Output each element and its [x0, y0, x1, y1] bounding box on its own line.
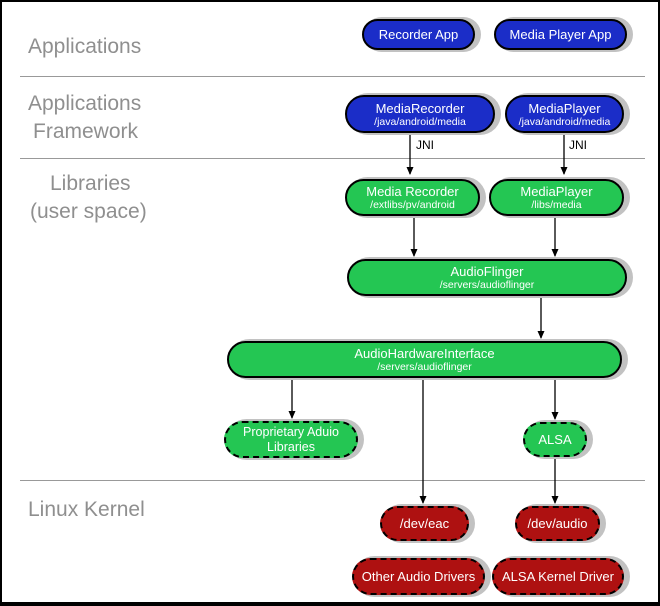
node-mediarecorder-framework-title: MediaRecorder	[375, 100, 465, 116]
node-alsa-kernel-driver-title: ALSA Kernel Driver	[502, 569, 614, 584]
node-media-player-app-title: Media Player App	[509, 27, 612, 42]
layer-label-applications: Applications	[28, 35, 142, 58]
edge-label-jni-left: JNI	[416, 138, 434, 152]
layer-label-applications-framework-line2: Framework	[33, 120, 139, 143]
node-mediaplayer-framework-path: /java/android/media	[518, 115, 611, 128]
node-audioflinger-path: /servers/audioflinger	[439, 279, 535, 291]
node-proprietary-audio-libraries-title: Proprietary Aduio Libraries	[243, 424, 339, 454]
node-alsa: ALSA	[523, 422, 587, 457]
node-audioflinger: AudioFlinger /servers/audioflinger	[347, 259, 627, 296]
node-other-audio-drivers: Other Audio Drivers	[352, 558, 485, 595]
layer-label-applications-framework-line1: Applications	[28, 92, 142, 115]
node-audioflinger-title: AudioFlinger	[450, 264, 524, 279]
node-mediaplayer-lib: MediaPlayer /libs/media	[489, 179, 624, 216]
layer-label-libraries-line1: Libraries	[50, 172, 131, 195]
separator-framework-libraries	[20, 158, 645, 159]
edge-label-jni-right: JNI	[569, 138, 587, 152]
layer-label-linux-kernel: Linux Kernel	[28, 498, 145, 521]
node-alsa-kernel-driver: ALSA Kernel Driver	[492, 558, 624, 595]
node-alsa-title: ALSA	[538, 432, 572, 447]
node-media-player-app: Media Player App	[494, 19, 627, 50]
node-recorder-app: Recorder App	[362, 19, 475, 50]
node-mediaplayer-lib-title: MediaPlayer	[520, 184, 593, 199]
node-mediarecorder-framework: MediaRecorder /java/android/media	[345, 95, 495, 133]
node-audiohardwareinterface-title: AudioHardwareInterface	[354, 346, 495, 361]
separator-applications-framework	[20, 76, 645, 77]
node-media-recorder-lib-path: /extlibs/pv/android	[370, 199, 455, 211]
node-proprietary-audio-libraries: Proprietary Aduio Libraries	[224, 421, 358, 458]
node-mediaplayer-framework: MediaPlayer /java/android/media	[505, 95, 624, 133]
layer-label-applications-framework: Applications Framework	[28, 90, 141, 146]
layer-label-libraries: Libraries (user space)	[30, 170, 147, 226]
node-dev-audio: /dev/audio	[515, 506, 600, 541]
separator-libraries-kernel	[20, 480, 645, 481]
layer-label-libraries-line2: (user space)	[30, 200, 147, 223]
node-recorder-app-title: Recorder App	[378, 27, 459, 42]
node-mediaplayer-framework-title: MediaPlayer	[528, 100, 601, 116]
node-dev-audio-title: /dev/audio	[527, 516, 588, 531]
node-audiohardwareinterface-path: /servers/audioflinger	[377, 361, 472, 373]
node-other-audio-drivers-title: Other Audio Drivers	[361, 569, 476, 584]
node-dev-eac-title: /dev/eac	[399, 516, 450, 531]
node-mediaplayer-lib-path: /libs/media	[531, 199, 582, 211]
node-media-recorder-lib-title: Media Recorder	[366, 184, 459, 199]
node-dev-eac: /dev/eac	[380, 506, 469, 541]
node-mediarecorder-framework-path: /java/android/media	[374, 115, 466, 128]
node-media-recorder-lib: Media Recorder /extlibs/pv/android	[345, 179, 480, 216]
node-audiohardwareinterface: AudioHardwareInterface /servers/audiofli…	[227, 341, 622, 378]
